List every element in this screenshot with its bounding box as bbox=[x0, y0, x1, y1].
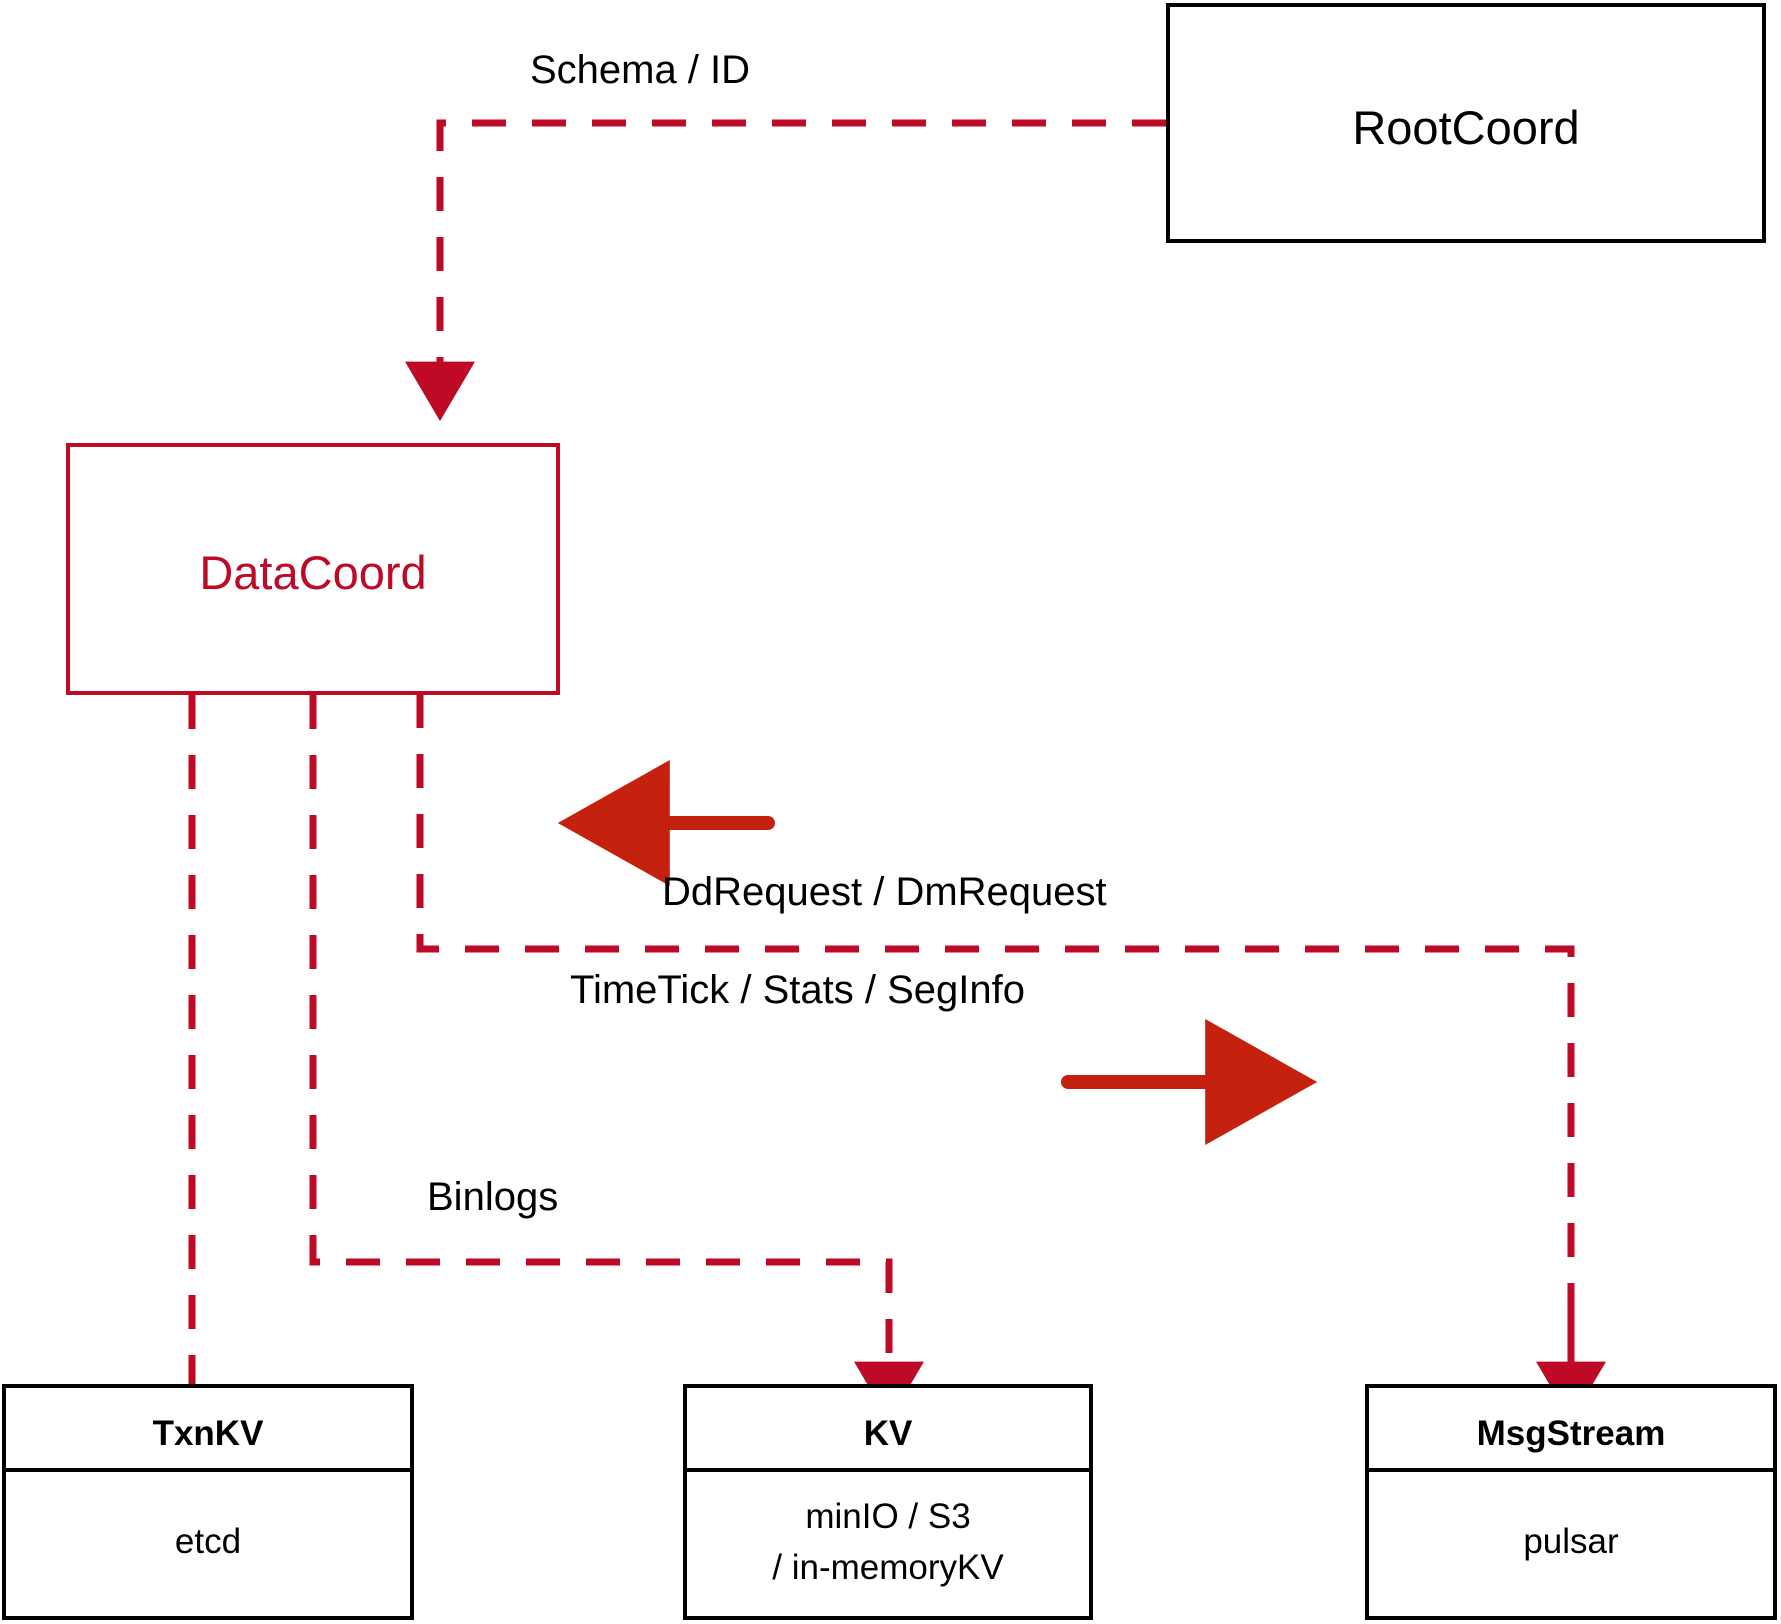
edge-label-timetick-stats-seginfo: TimeTick / Stats / SegInfo bbox=[570, 968, 1025, 1012]
edge-label-ddrequest-dmrequest: DdRequest / DmRequest bbox=[662, 870, 1107, 914]
node-kv-detail-line1: minIO / S3 bbox=[805, 1497, 971, 1536]
node-msgstream-divider bbox=[1369, 1468, 1773, 1472]
node-kv-detail-line2: / in-memoryKV bbox=[772, 1548, 1004, 1587]
node-kv[interactable]: KV minIO / S3 / in-memoryKV bbox=[683, 1384, 1093, 1620]
node-datacoord[interactable]: DataCoord bbox=[66, 443, 560, 695]
node-kv-label: KV bbox=[863, 1414, 913, 1453]
node-rootcoord-label: RootCoord bbox=[1352, 101, 1580, 154]
node-msgstream-label: MsgStream bbox=[1476, 1414, 1666, 1453]
node-datacoord-label: DataCoord bbox=[199, 546, 427, 599]
node-rootcoord[interactable]: RootCoord bbox=[1166, 3, 1766, 243]
edge-binlogs bbox=[309, 695, 924, 1422]
node-msgstream-detail: pulsar bbox=[1523, 1522, 1619, 1561]
node-txnkv-divider bbox=[6, 1468, 410, 1472]
node-txnkv-detail: etcd bbox=[174, 1522, 242, 1561]
node-txnkv[interactable]: TxnKV etcd bbox=[2, 1384, 414, 1620]
edge-label-schema-id: Schema / ID bbox=[529, 48, 751, 92]
edge-schema-id bbox=[405, 119, 1166, 422]
node-txnkv-label: TxnKV bbox=[152, 1414, 264, 1453]
node-msgstream[interactable]: MsgStream pulsar bbox=[1365, 1384, 1777, 1620]
node-kv-divider bbox=[687, 1468, 1089, 1472]
edge-label-binlogs: Binlogs bbox=[427, 1175, 559, 1219]
